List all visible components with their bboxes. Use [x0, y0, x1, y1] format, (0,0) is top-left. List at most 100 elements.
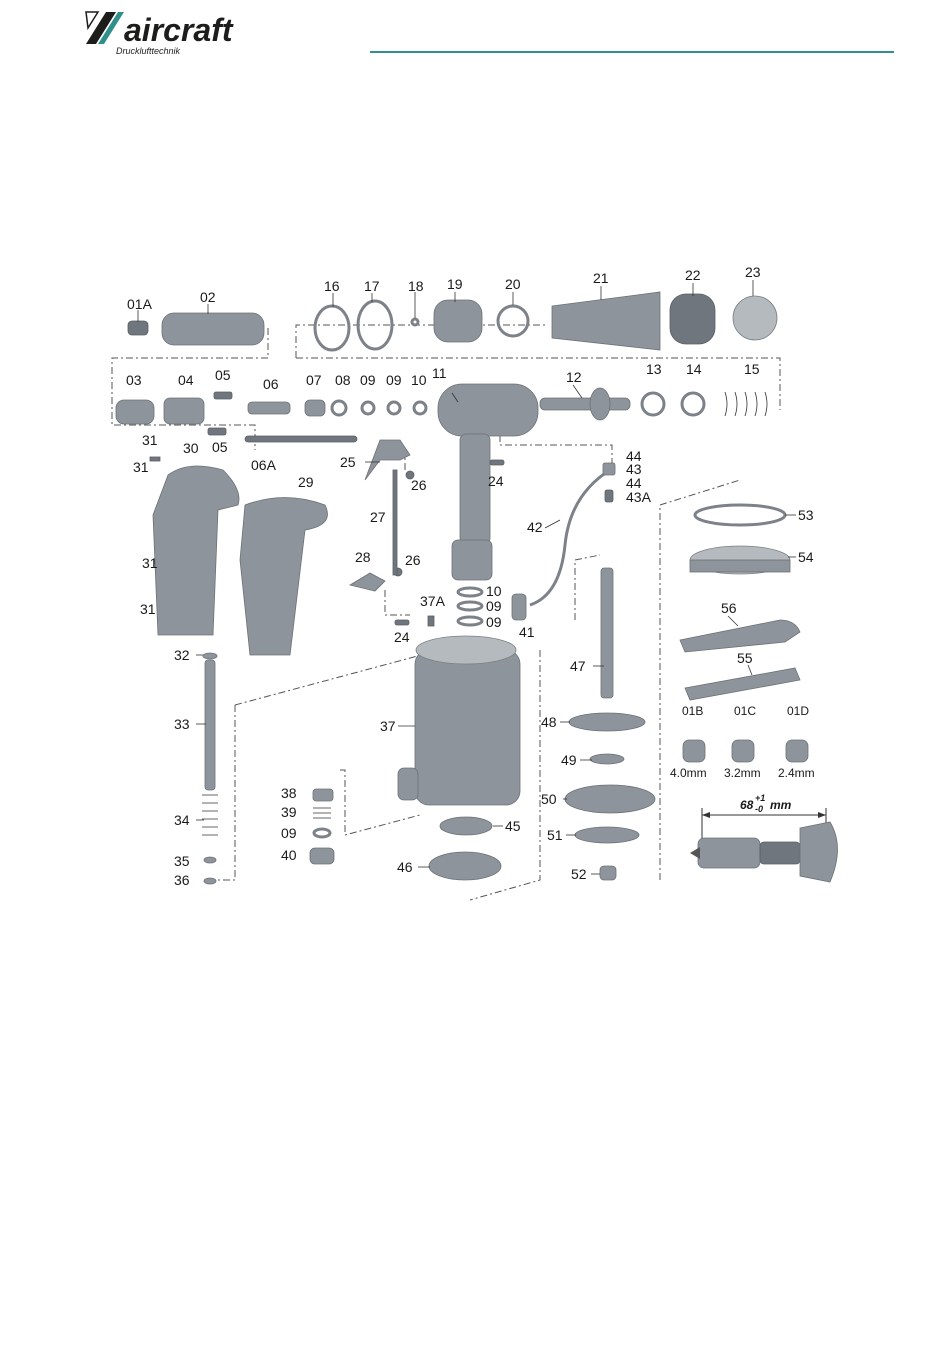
part-36-shape: [204, 878, 216, 884]
part-10b-shape: [458, 588, 482, 596]
label-18: 18: [408, 278, 424, 294]
label-47: 47: [570, 658, 586, 674]
part-30-shape: [153, 466, 239, 635]
part-46-shape: [429, 852, 501, 880]
part-03-shape: [116, 400, 154, 424]
part-07-shape: [305, 400, 325, 416]
label-31c: 31: [142, 555, 158, 571]
part-09d-shape: [458, 602, 482, 610]
label-04: 04: [178, 372, 194, 388]
label-15: 15: [744, 361, 760, 377]
label-50: 50: [541, 791, 557, 807]
part-39-shape: [313, 808, 331, 818]
label-55: 55: [737, 650, 753, 666]
part-06A-shape: [245, 436, 357, 442]
label-36: 36: [174, 872, 190, 888]
part-27-shape: [393, 470, 397, 575]
label-30: 30: [183, 440, 199, 456]
label-11: 11: [432, 365, 447, 381]
part-31-shape: [150, 457, 160, 461]
label-37A: 37A: [420, 593, 446, 609]
part-45-shape: [440, 817, 492, 835]
nozzle-size-01C: 3.2mm: [724, 766, 761, 780]
part-54-shape: [690, 546, 790, 574]
label-31: 31: [142, 432, 158, 448]
part-14-shape: [682, 393, 704, 415]
label-22: 22: [685, 267, 701, 283]
label-56: 56: [721, 600, 737, 616]
part-37-shape: [398, 636, 520, 805]
part-10-shape: [414, 402, 426, 414]
part-37A-shape: [428, 616, 434, 626]
label-02: 02: [200, 289, 216, 305]
part-05-shape: [214, 392, 232, 399]
label-35: 35: [174, 853, 190, 869]
part-23-shape: [733, 296, 777, 340]
label-19: 19: [447, 276, 463, 292]
label-41: 41: [519, 624, 535, 640]
part-28-shape: [350, 573, 385, 591]
label-49: 49: [561, 752, 577, 768]
part-09b-shape: [388, 402, 400, 414]
part-24b-shape: [395, 620, 409, 625]
label-09c: 09: [281, 825, 297, 841]
part-01B-shape: [683, 740, 705, 762]
label-09: 09: [360, 372, 376, 388]
part-01A-shape: [128, 321, 148, 335]
label-37: 37: [380, 718, 396, 734]
part-40-shape: [310, 848, 334, 864]
label-45: 45: [505, 818, 521, 834]
label-06: 06: [263, 376, 279, 392]
label-24: 24: [488, 473, 504, 489]
label-05: 05: [215, 367, 231, 383]
part-20-shape: [498, 306, 528, 336]
label-29: 29: [298, 474, 314, 490]
part-55-shape: [685, 668, 800, 700]
part-06-shape: [248, 402, 290, 414]
part-43-shape: [603, 463, 615, 475]
part-33-shape: [205, 660, 215, 790]
label-26b: 26: [405, 552, 421, 568]
label-24b: 24: [394, 629, 410, 645]
part-01D-shape: [786, 740, 808, 762]
label-10: 10: [411, 372, 427, 388]
label-06A: 06A: [251, 457, 277, 473]
label-09d: 09: [486, 598, 502, 614]
label-44b: 44: [626, 475, 642, 491]
label-26: 26: [411, 477, 427, 493]
label-09e: 09: [486, 614, 502, 630]
dimension-value: 68: [740, 798, 754, 812]
part-53-shape: [695, 505, 785, 525]
part-09c-shape: [314, 829, 330, 837]
label-31b: 31: [133, 459, 149, 475]
part-13-shape: [642, 393, 664, 415]
part-21-shape: [552, 292, 660, 350]
nozzle-size-01D: 2.4mm: [778, 766, 815, 780]
part-48-shape: [569, 713, 645, 731]
part-19-shape: [434, 300, 482, 342]
part-02-shape: [162, 313, 264, 345]
label-21: 21: [593, 270, 609, 286]
part-34-shape: [202, 795, 218, 835]
label-46: 46: [397, 859, 413, 875]
label-08: 08: [335, 372, 351, 388]
label-39: 39: [281, 804, 297, 820]
label-53: 53: [798, 507, 814, 523]
label-27: 27: [370, 509, 386, 525]
label-33: 33: [174, 716, 190, 732]
part-18-shape: [412, 319, 418, 325]
label-54: 54: [798, 549, 814, 565]
label-42: 42: [527, 519, 543, 535]
label-40: 40: [281, 847, 297, 863]
label-32: 32: [174, 647, 190, 663]
part-15-shape: [725, 392, 767, 416]
part-29-shape: [240, 498, 328, 656]
label-43A: 43A: [626, 489, 652, 505]
part-04-shape: [164, 398, 204, 424]
part-32-shape: [203, 653, 217, 659]
label-16: 16: [324, 278, 340, 294]
part-01C-shape: [732, 740, 754, 762]
label-52: 52: [571, 866, 587, 882]
label-20: 20: [505, 276, 521, 292]
